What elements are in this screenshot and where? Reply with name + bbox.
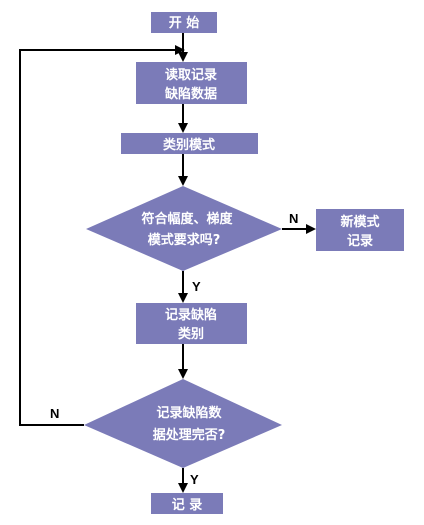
node-new-mode-line-2: 记录 [347, 234, 373, 249]
node-decision1: 符合幅度、梯度 模式要求吗? [86, 186, 282, 271]
node-decision2-line-1: 记录缺陷数 [156, 405, 222, 421]
node-decision1-line-1: 符合幅度、梯度 [141, 211, 233, 227]
node-classify: 类别模式 [121, 133, 258, 154]
edge-label-d2-no: N [50, 406, 59, 421]
node-decision2-line-2: 据处理完否? [153, 427, 226, 443]
node-decision2: 记录缺陷数 据处理完否? [84, 379, 282, 468]
node-record-class: 记录缺陷 类别 [136, 303, 247, 344]
node-new-mode: 新模式 记录 [316, 209, 404, 251]
node-record-class-line-2: 类别 [178, 326, 204, 342]
node-read: 读取记录 缺陷数据 [136, 62, 247, 104]
node-start-label: 开 始 [169, 15, 200, 31]
node-classify-label: 类别模式 [163, 137, 215, 153]
node-end-label: 记 录 [172, 498, 203, 513]
node-read-line-2: 缺陷数据 [164, 86, 217, 102]
node-new-mode-line-1: 新模式 [340, 214, 379, 230]
node-end: 记 录 [151, 493, 223, 514]
node-record-class-line-1: 记录缺陷 [165, 307, 217, 323]
node-start: 开 始 [151, 12, 217, 33]
edge-label-d1-yes: Y [192, 279, 201, 294]
node-read-line-1: 读取记录 [165, 67, 217, 83]
edge-label-d1-no: N [289, 211, 298, 226]
edge-decision2-no-loop [19, 45, 185, 426]
node-decision1-line-2: 模式要求吗? [148, 232, 221, 248]
edge-label-d2-yes: Y [190, 472, 199, 487]
